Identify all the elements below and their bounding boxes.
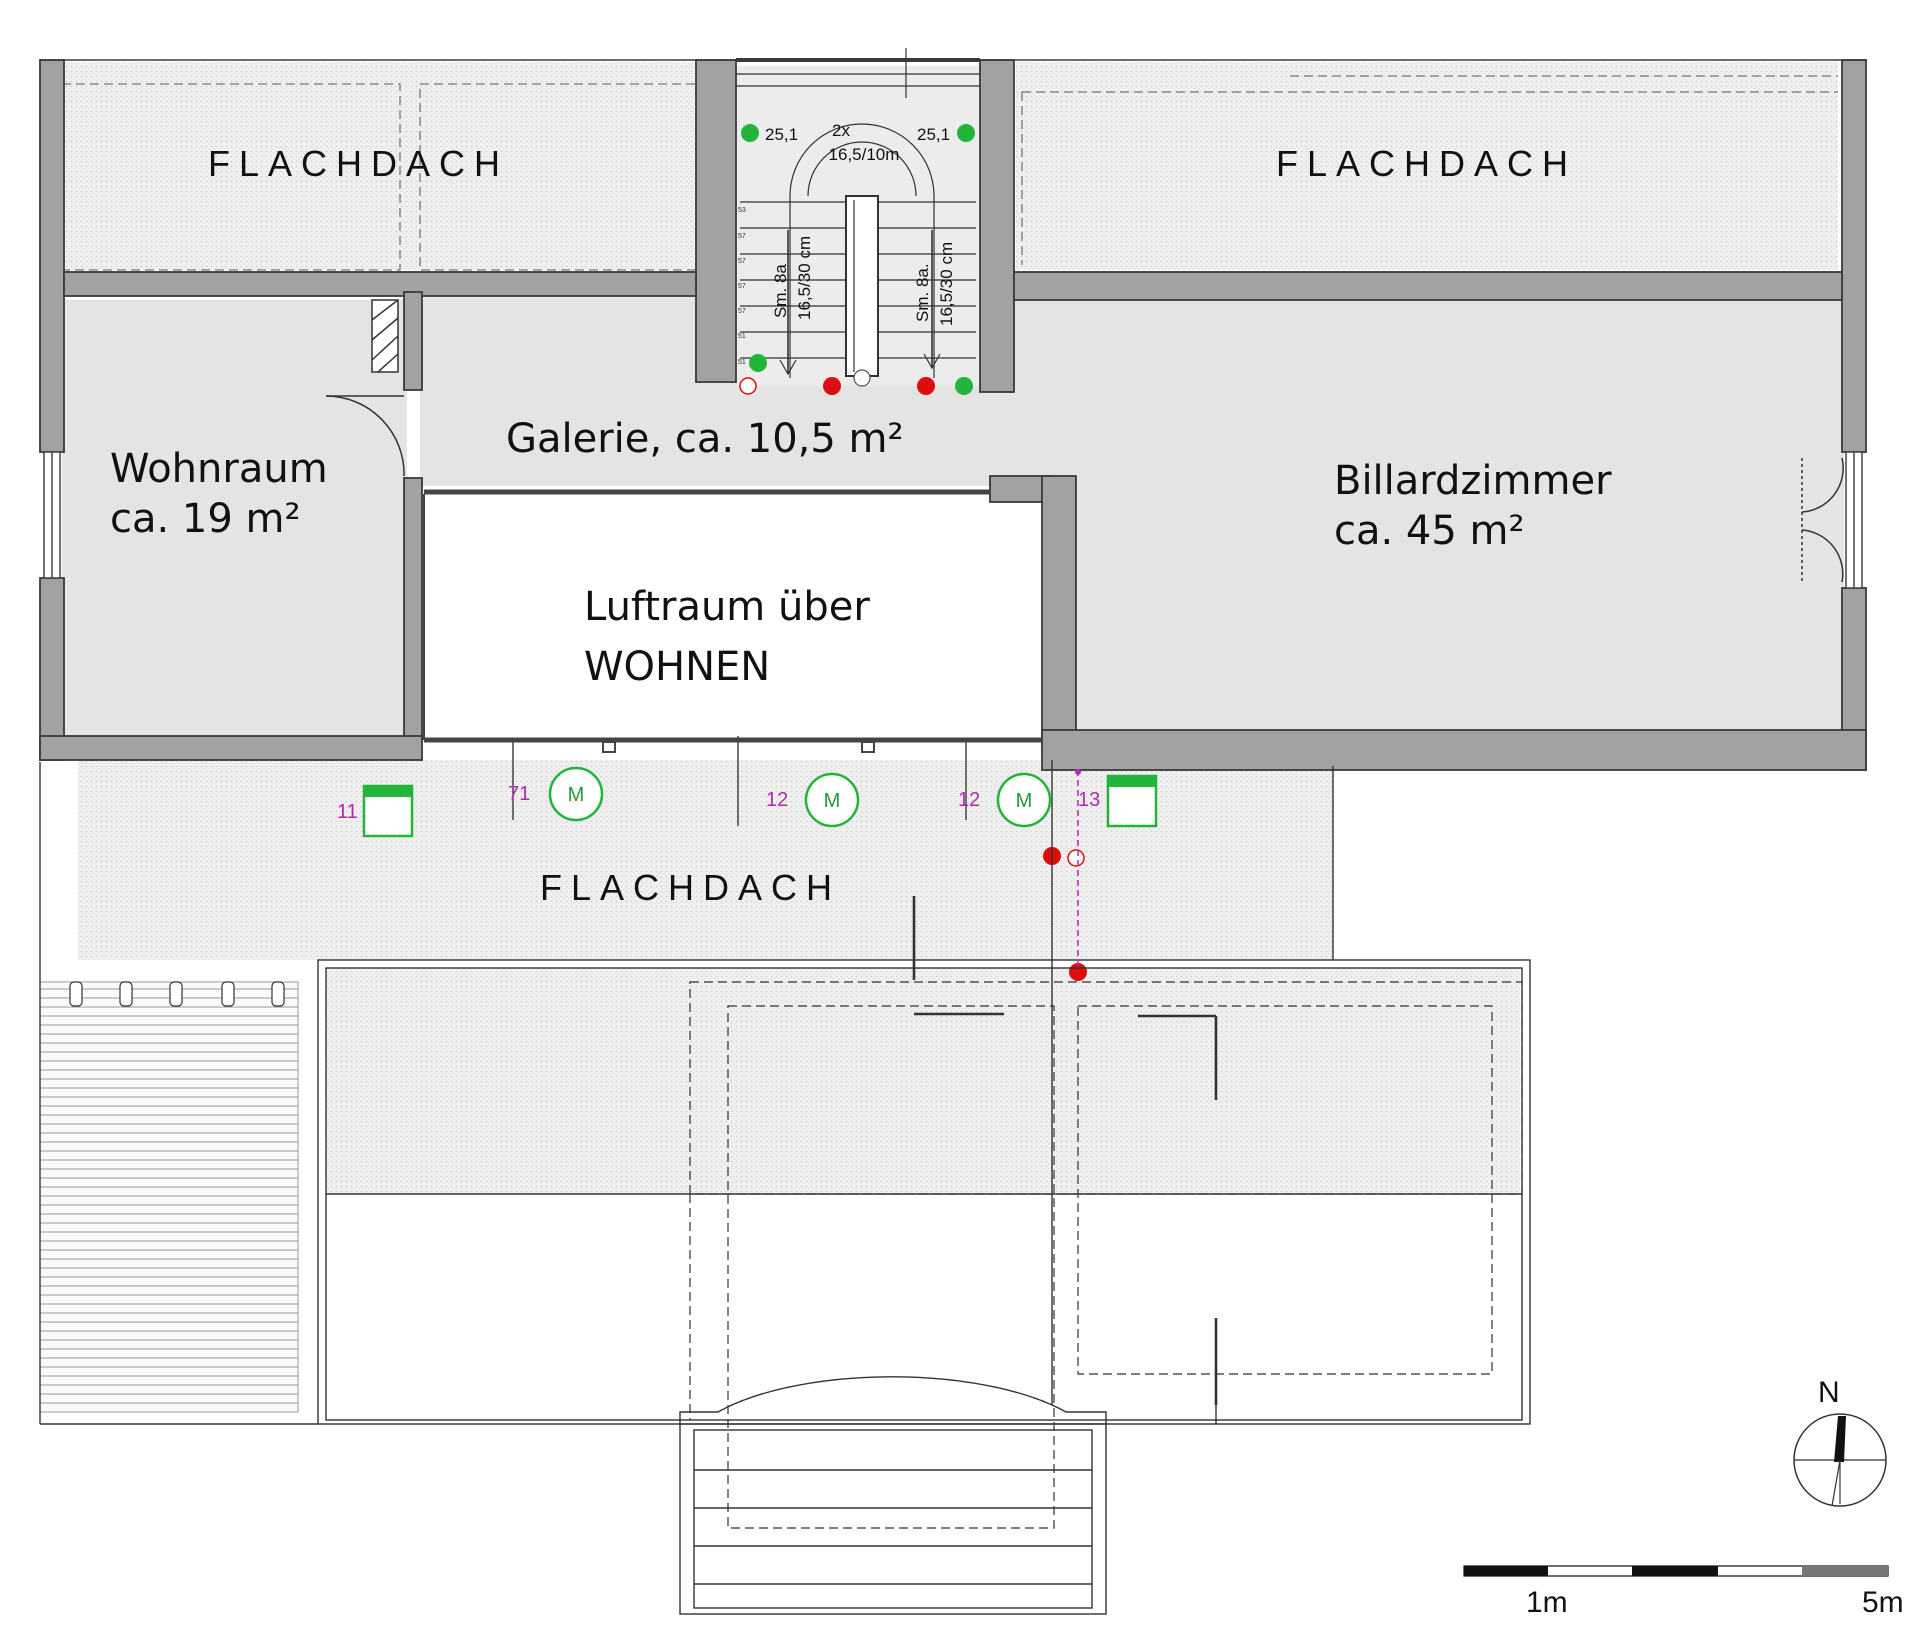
marker-number-12b: 12: [958, 789, 980, 811]
step-number: 57: [738, 283, 746, 290]
stair-right-flight-b: 16,5/30 cm: [937, 242, 956, 326]
lower-roof-structure: [39, 760, 1531, 1615]
wohnraum-name: Wohnraum: [110, 446, 328, 492]
flachdach-label-middle: FLACHDACH: [540, 867, 841, 908]
north-label: N: [1818, 1376, 1840, 1409]
stair-level-left: 25,1: [765, 125, 798, 144]
step-number: 51: [738, 359, 746, 366]
marker-number-12a: 12: [766, 789, 788, 811]
stair-left-flight-b: 16,5/30 cm: [795, 236, 814, 320]
luftraum-line1: Luftraum über: [584, 584, 870, 630]
scale-bar: 1m 5m: [1463, 1565, 1904, 1619]
stair-right-flight-a: Sm. 8a.: [913, 263, 932, 322]
room-labels: Wohnraum ca. 19 m² Galerie, ca. 10,5 m² …: [110, 416, 1612, 690]
motor-letter: M: [568, 784, 585, 806]
green-dot-marker: [957, 124, 975, 142]
motor-letter: M: [824, 790, 841, 812]
step-number: 53: [738, 207, 746, 214]
step-number: 51: [738, 333, 746, 340]
green-markers: [741, 124, 975, 395]
motor-circle: [804, 772, 860, 828]
red-markers: [739, 377, 1087, 981]
step-number: 57: [738, 233, 746, 240]
green-dot-marker: [955, 377, 973, 395]
red-ring-marker: [1067, 849, 1085, 867]
motor-markers: [548, 766, 1052, 828]
step-number: 57: [738, 308, 746, 315]
motor-circle: [548, 766, 604, 822]
marker-number-13: 13: [1078, 789, 1100, 811]
marker-number-11: 11: [337, 801, 358, 823]
flachdach-label-top-right: FLACHDACH: [1276, 143, 1577, 184]
roof-hatches: [362, 774, 1158, 838]
stair: [736, 48, 980, 387]
flachdach-label-top-left: FLACHDACH: [208, 143, 509, 184]
motor-circle: [996, 772, 1052, 828]
red-dot-marker: [823, 377, 841, 395]
luftraum-railings: [423, 489, 1042, 826]
room-fills: [62, 66, 1844, 740]
stair-labels: 2x 16,5/10m 25,1 25,1 Sm. 8a 16,5/30 cm …: [765, 121, 956, 326]
roof-labels: FLACHDACH FLACHDACH FLACHDACH: [208, 143, 1577, 908]
green-dot-marker: [741, 124, 759, 142]
magenta-numbers: 11 71 12 12 13: [337, 783, 1100, 823]
motor-letter: M: [1016, 790, 1033, 812]
scale-label-left: 1m: [1526, 1586, 1568, 1619]
wohnraum-area: ca. 19 m²: [110, 496, 301, 542]
step-number: 57: [738, 258, 746, 265]
green-dot-marker: [749, 354, 767, 372]
billard-area: ca. 45 m²: [1334, 508, 1525, 554]
stair-step-numbers: 53 57 57 57 57 51 51: [738, 207, 746, 366]
stair-spec-dimensions: 16,5/10m: [829, 145, 900, 164]
galerie-label: Galerie, ca. 10,5 m²: [506, 416, 904, 462]
motor-letters: M M M: [568, 784, 1033, 812]
stair-spec-count: 2x: [832, 121, 850, 140]
red-dot-marker: [917, 377, 935, 395]
north-needle-icon: [1834, 1416, 1846, 1462]
marker-number-71: 71: [508, 783, 530, 805]
stair-left-flight-a: Sm. 8a: [771, 264, 790, 318]
north-arrow: N: [1793, 1376, 1887, 1507]
terrace-bollards: [69, 981, 285, 1007]
walls: [39, 59, 1867, 771]
red-ring-marker: [739, 377, 757, 395]
windows: [43, 451, 1863, 589]
luftraum-line2: WOHNEN: [584, 644, 770, 690]
billard-name: Billardzimmer: [1334, 458, 1612, 504]
doors: [325, 299, 1844, 583]
stair-level-right: 25,1: [917, 125, 950, 144]
scale-label-right: 5m: [1862, 1586, 1904, 1619]
